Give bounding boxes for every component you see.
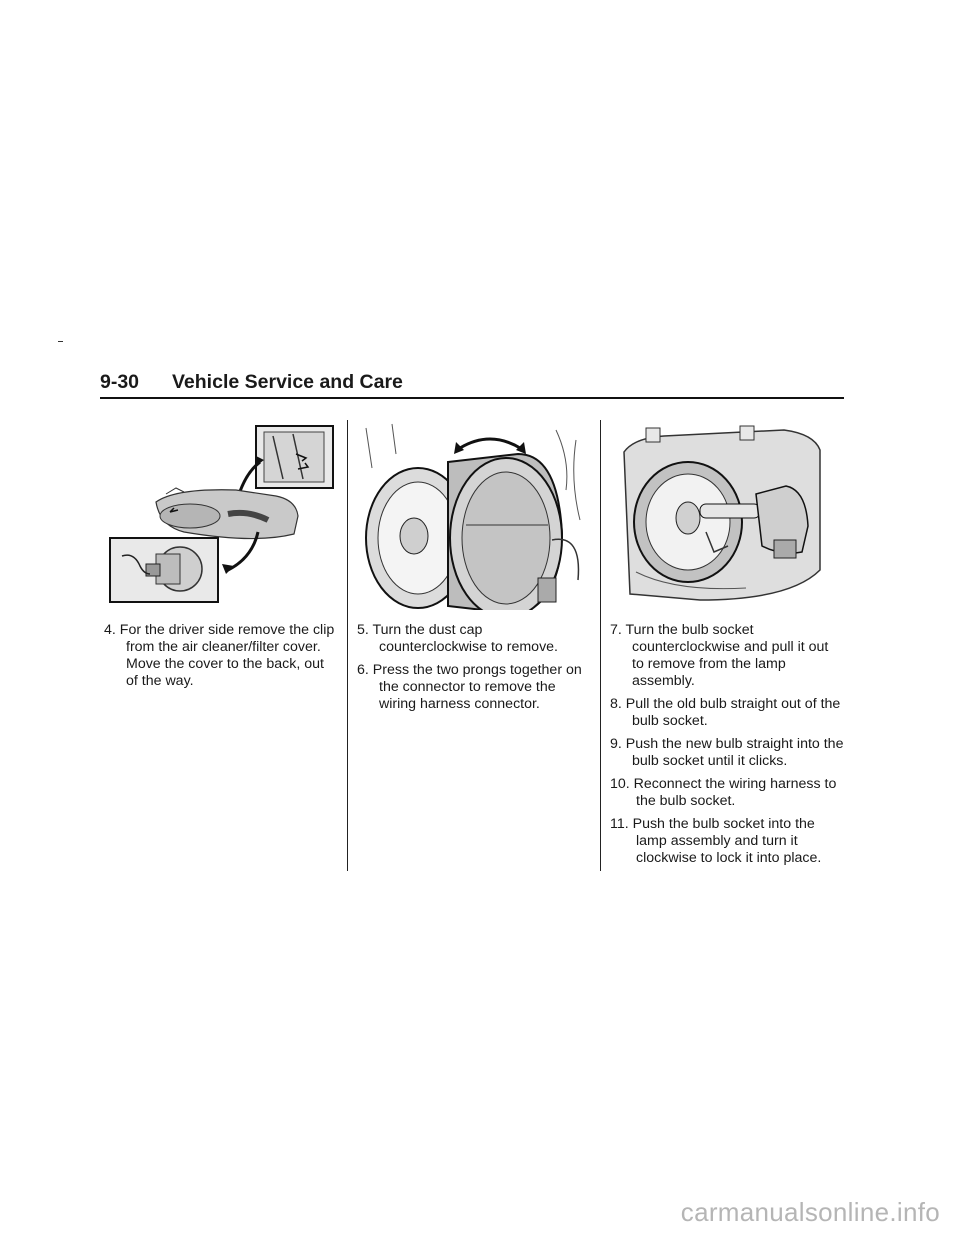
corner-mark: [58, 341, 63, 342]
step-item: 7. Turn the bulb socket counterclockwise…: [610, 622, 829, 689]
step-item: 11. Push the bulb socket into the lamp a…: [610, 816, 822, 866]
steps-column-1: 4. For the driver side remove the clip f…: [104, 622, 336, 696]
page-number: 9-30: [100, 371, 140, 393]
steps-column-3: 7. Turn the bulb socket counterclockwise…: [610, 622, 844, 873]
bulb-socket-illustration: [616, 422, 828, 602]
column-divider: [347, 420, 348, 871]
air-cleaner-cover-illustration: [108, 424, 338, 604]
watermark: carmanualsonline.info: [680, 1197, 940, 1227]
step-item: 9. Push the new bulb straight into the b…: [610, 736, 844, 769]
step-item: 6. Press the two prongs together on the …: [357, 662, 582, 712]
page-header: 9-30 Vehicle Service and Care: [100, 371, 844, 397]
dust-cap-illustration: [356, 420, 590, 610]
column-divider: [600, 420, 601, 871]
step-item: 4. For the driver side remove the clip f…: [104, 622, 335, 689]
header-rule: [100, 397, 844, 399]
step-item: 5. Turn the dust cap counterclockwise to…: [357, 622, 558, 655]
step-item: 10. Reconnect the wiring harness to the …: [610, 776, 837, 809]
step-item: 8. Pull the old bulb straight out of the…: [610, 696, 841, 729]
section-title: Vehicle Service and Care: [172, 371, 403, 393]
steps-column-2: 5. Turn the dust cap counterclockwise to…: [357, 622, 593, 719]
